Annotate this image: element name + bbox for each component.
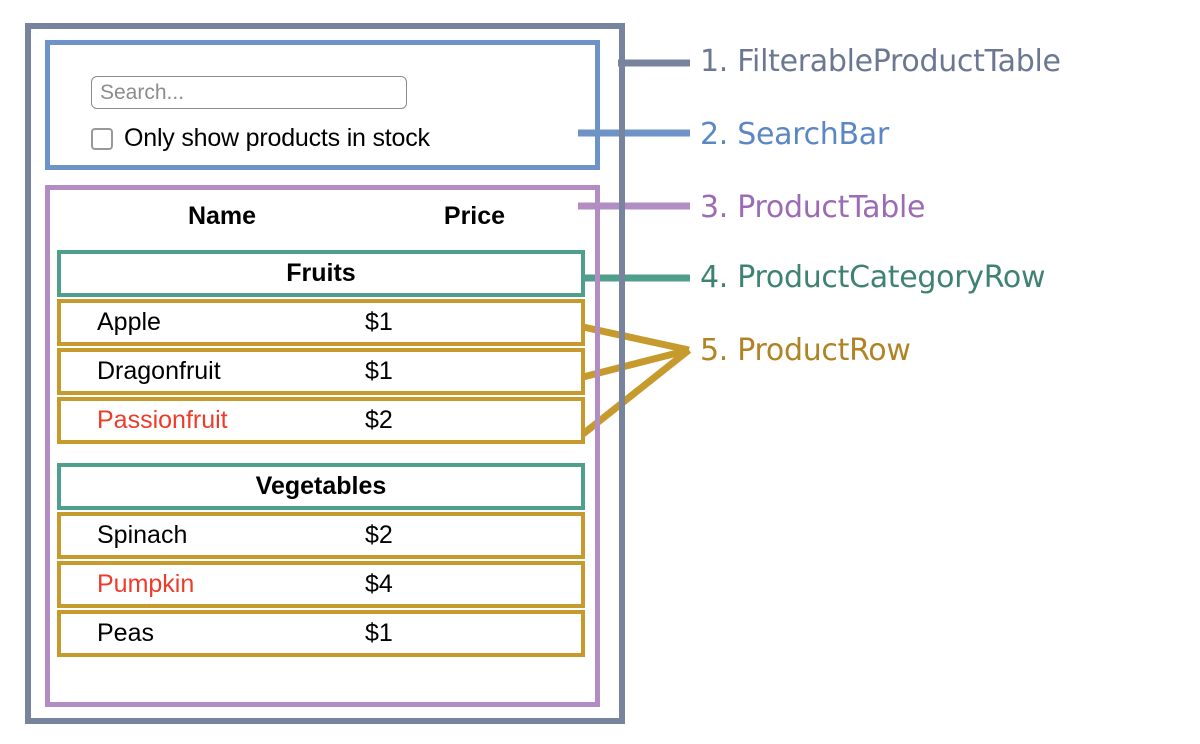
product-price: $4 [365,570,393,598]
product-name: Spinach [97,521,188,549]
product-category-label: Vegetables [255,472,387,500]
only-in-stock-label: Only show products in stock [124,124,430,152]
product-name: Passionfruit [97,406,228,434]
legend-item-filterable-product-table: 1. FilterableProductTable [700,44,1061,79]
product-row: Dragonfruit $1 [57,348,585,395]
product-name: Dragonfruit [97,357,221,385]
search-input[interactable] [91,76,407,109]
column-header-name: Name [187,202,257,230]
stock-filter-row[interactable]: Only show products in stock [91,124,430,153]
product-category-row: Vegetables [57,463,585,510]
product-row: Apple $1 [57,299,585,346]
section-gap [57,446,585,463]
search-bar-frame [45,40,600,170]
product-row: Spinach $2 [57,512,585,559]
only-in-stock-checkbox[interactable] [91,127,113,150]
product-row: Pumpkin $4 [57,561,585,608]
product-price: $2 [365,521,393,549]
column-header-price: Price [443,202,506,230]
legend-item-search-bar: 2. SearchBar [700,117,889,152]
product-price: $1 [365,357,393,385]
legend-item-product-category-row: 4. ProductCategoryRow [700,260,1046,295]
product-price: $2 [365,406,393,434]
product-row: Peas $1 [57,610,585,657]
product-row: Passionfruit $2 [57,397,585,444]
product-name: Peas [97,619,154,647]
filterable-product-table-frame [25,23,625,724]
product-table-frame [45,185,600,707]
product-category-row: Fruits [57,250,585,297]
legend-item-product-row: 5. ProductRow [700,333,911,368]
product-category-label: Fruits [286,259,356,287]
product-name: Pumpkin [97,570,195,598]
product-price: $1 [365,308,393,336]
product-price: $1 [365,619,393,647]
product-table-rows: Fruits Apple $1 Dragonfruit $1 Passionfr… [57,250,585,659]
product-table-header: Name Price [57,198,585,234]
product-name: Apple [97,308,161,336]
legend-item-product-table: 3. ProductTable [700,190,926,225]
